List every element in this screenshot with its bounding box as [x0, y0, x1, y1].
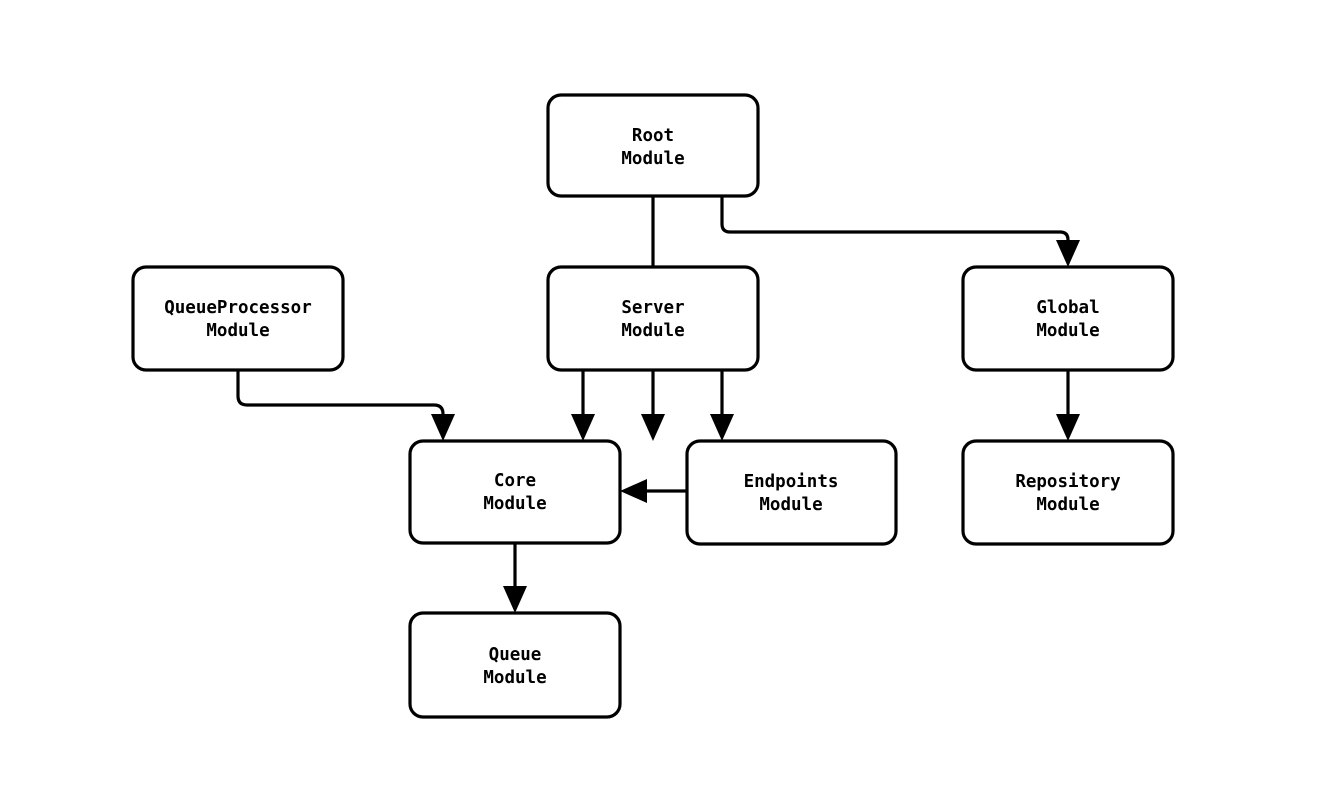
node-box[interactable]	[546, 93, 760, 198]
node-label-line1: QueueProcessor	[164, 298, 312, 318]
node-label-line2: Module	[483, 668, 546, 688]
node-box[interactable]	[961, 265, 1175, 372]
arrow-head-icon	[571, 414, 595, 441]
node-box[interactable]	[546, 265, 760, 372]
node-queue-module[interactable]: Queue Module	[408, 611, 622, 719]
node-label-line2: Module	[483, 494, 546, 514]
arrow-head-icon	[503, 586, 527, 613]
node-server-module[interactable]: Server Module	[546, 265, 760, 372]
node-label-line2: Module	[1036, 495, 1099, 515]
arrow-head-icon	[431, 414, 455, 441]
node-label-line1: Endpoints	[744, 472, 839, 492]
arrow-head-icon	[620, 479, 647, 503]
edge-layer	[236, 196, 1080, 613]
edge-server-to-core	[571, 370, 595, 441]
node-label-line2: Module	[759, 495, 822, 515]
edge-queueprocessor-to-core	[236, 370, 455, 441]
node-root-module[interactable]: Root Module	[546, 93, 760, 198]
node-endpoints-module[interactable]: Endpoints Module	[685, 439, 898, 546]
node-label-line1: Root	[632, 126, 674, 146]
edge-line	[720, 196, 1070, 251]
arrow-head-icon	[1056, 240, 1080, 267]
node-label-line2: Module	[621, 321, 684, 341]
edge-root-to-global	[720, 196, 1080, 267]
arrow-head-icon	[710, 414, 734, 441]
node-core-module[interactable]: Core Module	[408, 439, 622, 545]
node-label-line2: Module	[206, 321, 269, 341]
edge-global-to-repository	[1056, 370, 1080, 441]
node-box[interactable]	[685, 439, 898, 546]
node-box[interactable]	[408, 439, 622, 545]
node-box[interactable]	[961, 439, 1175, 546]
node-box[interactable]	[408, 611, 622, 719]
node-label-line1: Global	[1036, 298, 1099, 318]
node-label-line1: Server	[621, 298, 684, 318]
node-layer: Root Module QueueProcessor Module Server…	[131, 93, 1175, 719]
arrow-head-icon	[1056, 414, 1080, 441]
node-label-line2: Module	[621, 149, 684, 169]
node-label-line1: Repository	[1015, 472, 1121, 492]
node-global-module[interactable]: Global Module	[961, 265, 1175, 372]
node-box[interactable]	[131, 265, 345, 372]
node-label-line2: Module	[1036, 321, 1099, 341]
edge-core-to-queue	[503, 543, 527, 613]
arrow-head-icon	[641, 414, 665, 441]
edge-server-to-endpoints	[710, 370, 734, 441]
node-repository-module[interactable]: Repository Module	[961, 439, 1175, 546]
node-label-line1: Core	[494, 471, 536, 491]
node-queueprocessor-module[interactable]: QueueProcessor Module	[131, 265, 345, 372]
node-label-line1: Queue	[489, 645, 542, 665]
edge-endpoints-to-core	[620, 479, 687, 503]
edge-line	[236, 370, 445, 425]
